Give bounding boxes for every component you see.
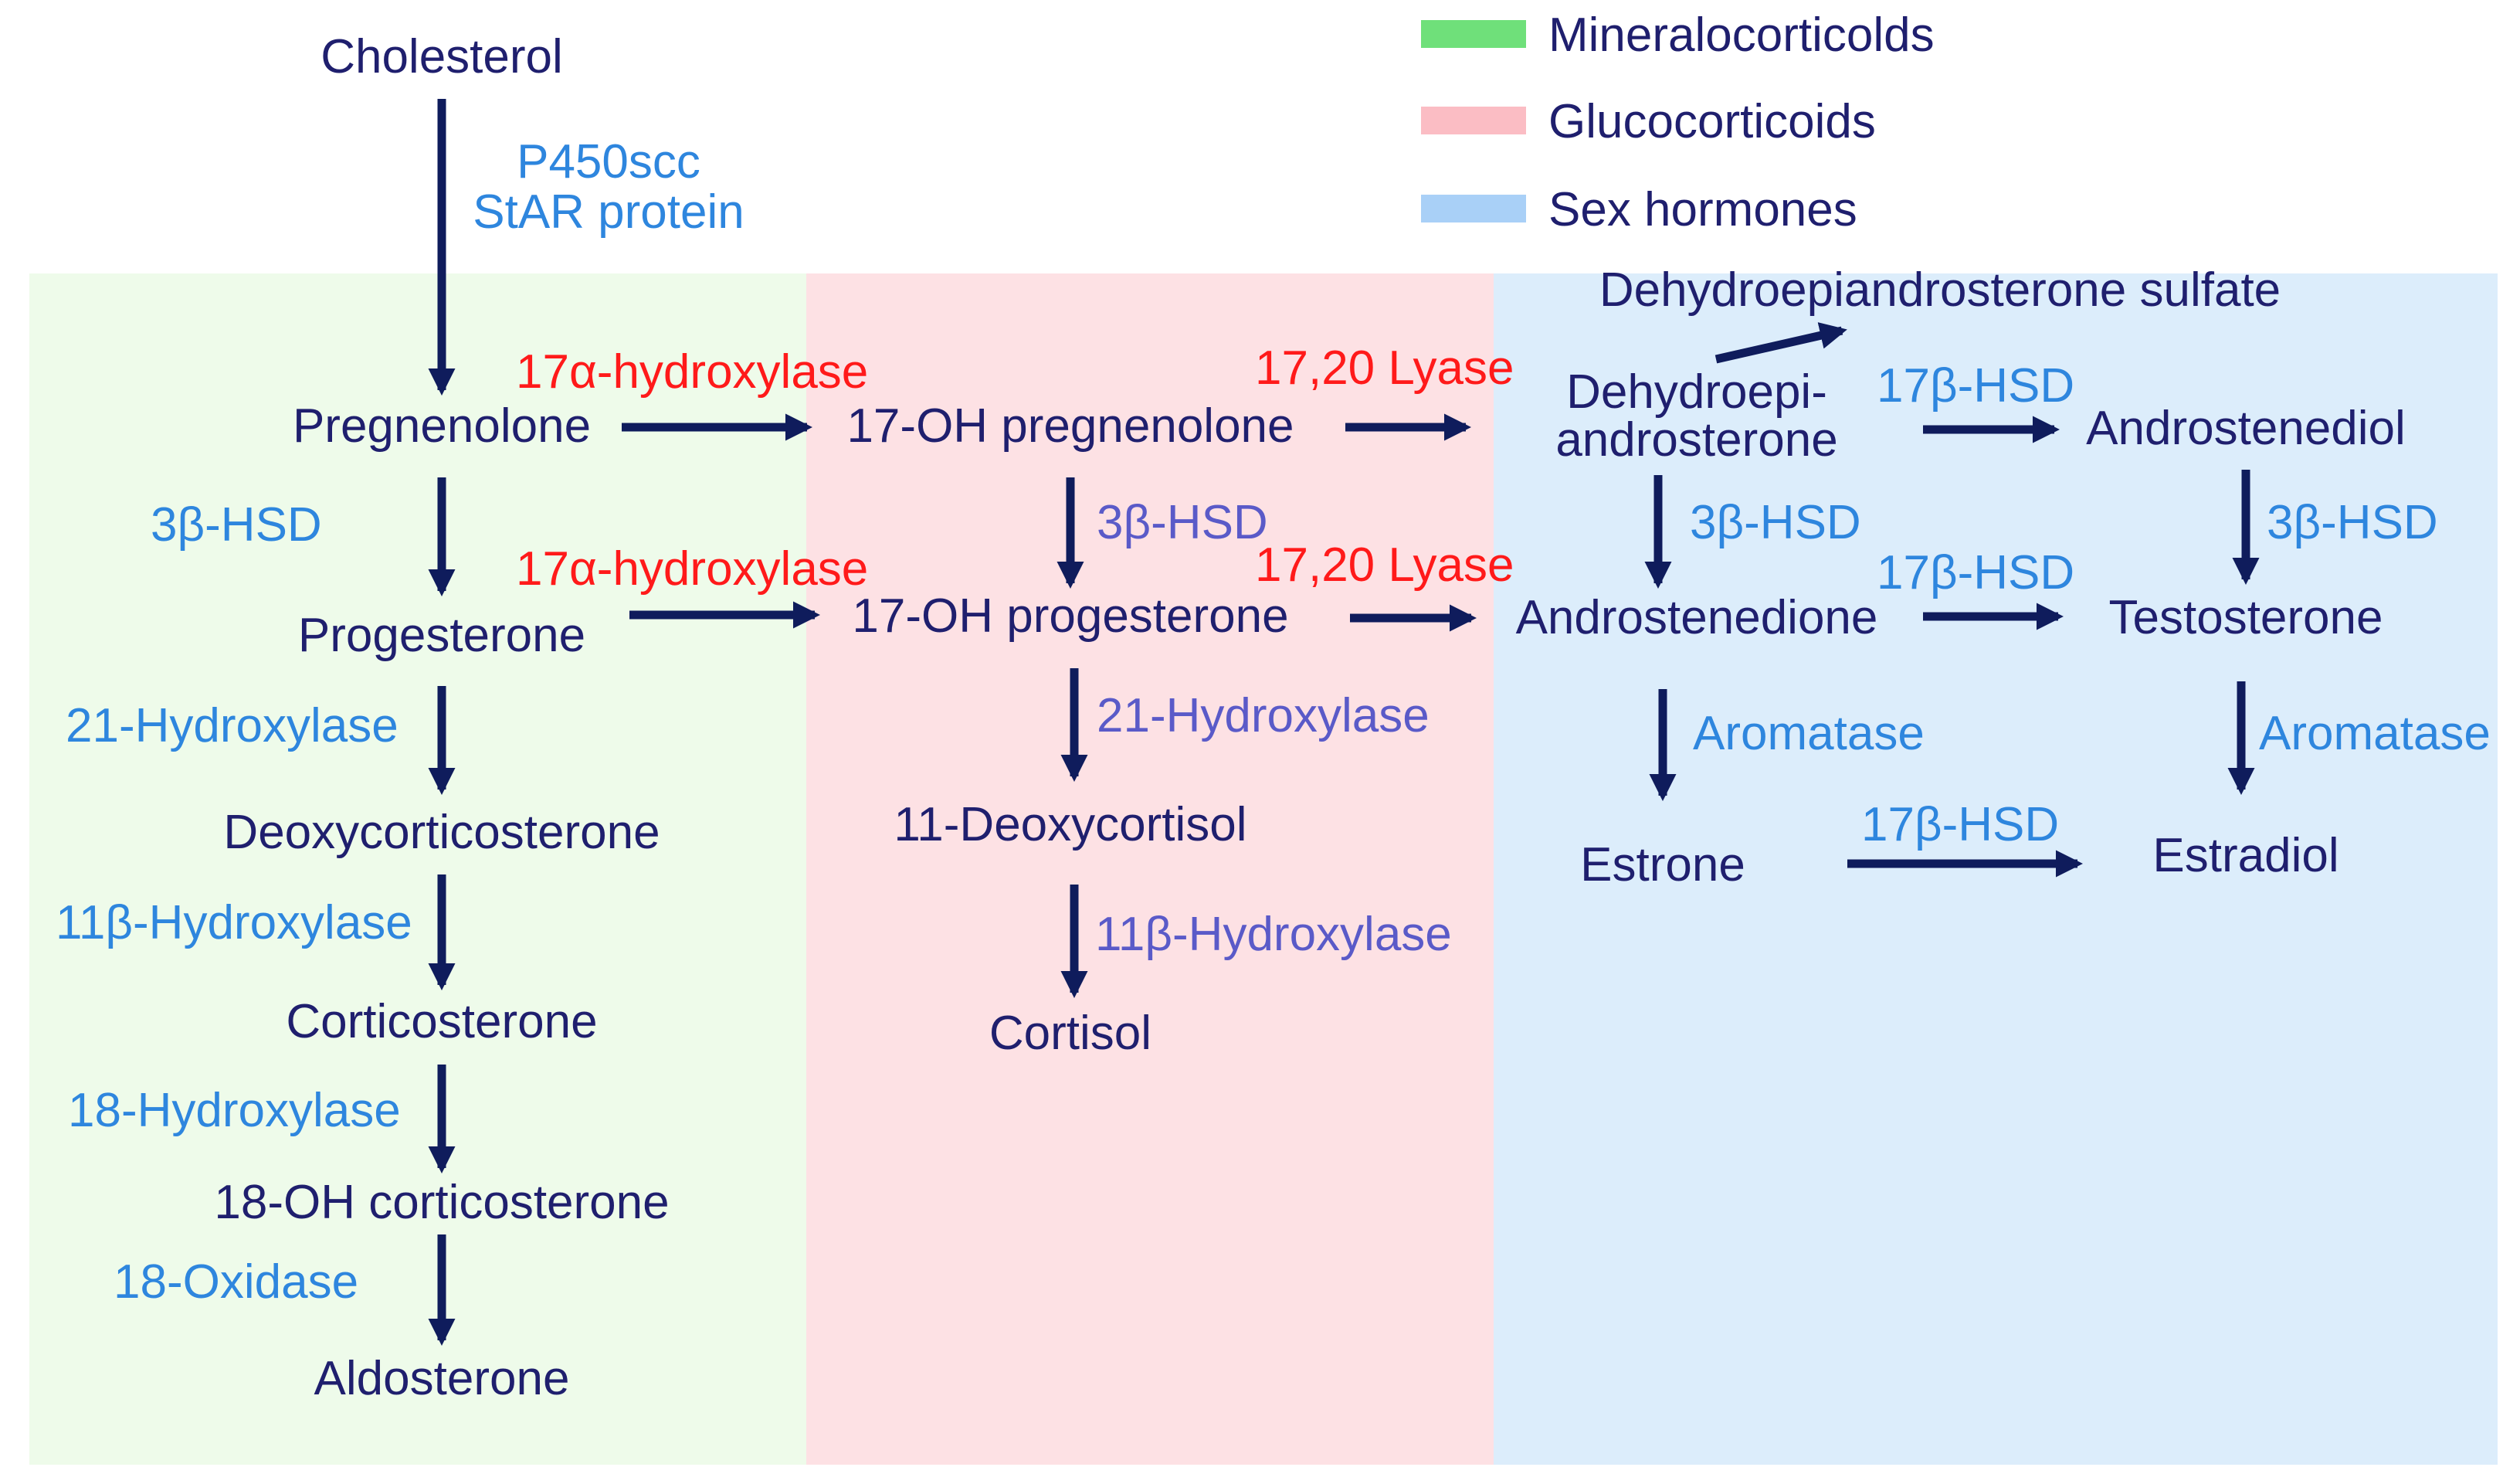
enzyme-17b-hsd-top: 17β-HSD bbox=[1877, 359, 2074, 413]
enzyme-17b-hsd-mid: 17β-HSD bbox=[1877, 546, 2074, 599]
enzyme-3b-hsd-right: 3β-HSD bbox=[2267, 496, 2438, 549]
compound-estradiol: Estradiol bbox=[2152, 829, 2339, 882]
enzymes: P450scc StAR protein 17α-hydroxylase 17α… bbox=[56, 135, 2491, 1309]
legend-swatch-glucocorticoids bbox=[1421, 107, 1526, 134]
enzyme-17-20-lyase-top: 17,20 Lyase bbox=[1255, 341, 1514, 395]
compound-androstenedione: Androstenedione bbox=[1516, 591, 1878, 644]
enzyme-18-oxidase: 18-Oxidase bbox=[114, 1255, 358, 1309]
legend-swatch-sex-hormones bbox=[1421, 195, 1526, 222]
compound-17oh-pregnenolone: 17-OH pregnenolone bbox=[846, 399, 1294, 453]
compound-17oh-progesterone: 17-OH progesterone bbox=[852, 589, 1288, 643]
compound-pregnenolone: Pregnenolone bbox=[293, 399, 591, 453]
compound-cortisol: Cortisol bbox=[989, 1007, 1151, 1060]
compound-corticosterone: Corticosterone bbox=[286, 995, 597, 1048]
enzyme-11b-hydroxylase-mid: 11β-Hydroxylase bbox=[1095, 908, 1452, 961]
enzyme-aromatase-right: Aromatase bbox=[2259, 707, 2491, 760]
enzyme-17b-hsd-bottom: 17β-HSD bbox=[1861, 798, 2059, 851]
compound-dhea-line2: androsterone bbox=[1555, 413, 1837, 467]
glucocorticoid-panel bbox=[806, 273, 1494, 1465]
reaction-arrows bbox=[428, 99, 2260, 1346]
enzyme-21-hydroxylase-left: 21-Hydroxylase bbox=[66, 699, 399, 752]
mineralocorticoid-panel bbox=[29, 273, 806, 1465]
enzyme-21-hydroxylase-mid: 21-Hydroxylase bbox=[1097, 689, 1430, 742]
enzyme-17a-hydroxylase-top: 17α-hydroxylase bbox=[516, 345, 868, 399]
compound-dhea-line1: Dehydroepi- bbox=[1566, 365, 1827, 419]
legend-label-mineralocorticoids: Mineralocorticolds bbox=[1548, 8, 1935, 62]
compound-androstenediol: Androstenediol bbox=[2086, 402, 2406, 455]
enzyme-3b-hsd-mid: 3β-HSD bbox=[1097, 496, 1268, 549]
compound-progesterone: Progesterone bbox=[298, 609, 585, 662]
legend-swatch-mineralocorticoids bbox=[1421, 20, 1526, 48]
compound-estrone: Estrone bbox=[1580, 838, 1745, 891]
compound-testosterone: Testosterone bbox=[2109, 591, 2383, 644]
compounds: Cholesterol Pregnenolone Progesterone De… bbox=[214, 30, 2405, 1405]
arrow-dhea-to-dheas bbox=[1714, 322, 1847, 364]
legend-label-sex-hormones: Sex hormones bbox=[1548, 183, 1857, 236]
compound-deoxycorticosterone: Deoxycorticosterone bbox=[223, 806, 660, 859]
sex-hormone-panel bbox=[1494, 273, 2498, 1465]
enzyme-17-20-lyase-bottom: 17,20 Lyase bbox=[1255, 538, 1514, 592]
enzyme-18-hydroxylase: 18-Hydroxylase bbox=[68, 1084, 401, 1137]
enzyme-17a-hydroxylase-bottom: 17α-hydroxylase bbox=[516, 542, 868, 596]
enzyme-p450scc: P450scc bbox=[517, 135, 700, 188]
compound-dheas: Dehydroepiandrosterone sulfate bbox=[1599, 263, 2281, 317]
enzyme-aromatase-left: Aromatase bbox=[1693, 707, 1925, 760]
enzyme-11b-hydroxylase-left: 11β-Hydroxylase bbox=[56, 896, 412, 949]
compound-cholesterol: Cholesterol bbox=[321, 30, 563, 83]
enzyme-3b-hsd-left: 3β-HSD bbox=[151, 498, 322, 552]
compound-aldosterone: Aldosterone bbox=[314, 1352, 570, 1405]
legend-label-glucocorticoids: Glucocorticoids bbox=[1548, 95, 1876, 148]
enzyme-star-protein: StAR protein bbox=[473, 185, 744, 239]
compound-11-deoxycortisol: 11-Deoxycortisol bbox=[894, 798, 1246, 851]
compound-18oh-corticosterone: 18-OH corticosterone bbox=[214, 1176, 669, 1229]
enzyme-3b-hsd-dhea: 3β-HSD bbox=[1690, 496, 1861, 549]
